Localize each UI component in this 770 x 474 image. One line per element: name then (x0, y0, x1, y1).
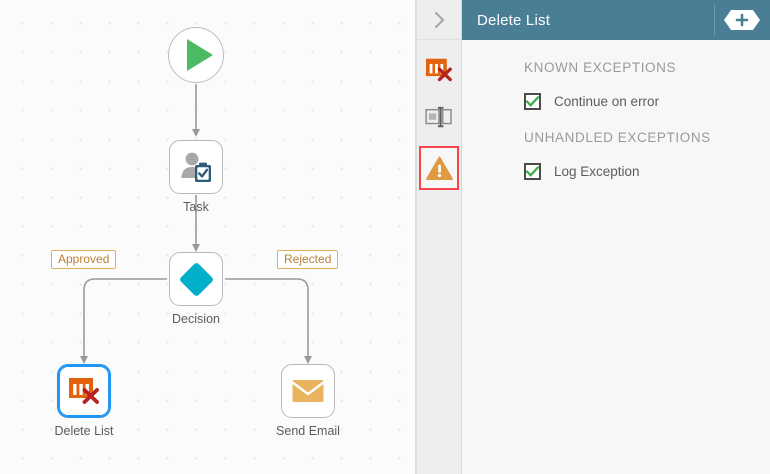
collapse-panel-button[interactable] (417, 0, 461, 40)
diamond-icon (178, 261, 214, 297)
send-email-node-label: Send Email (276, 424, 340, 438)
task-node[interactable] (169, 140, 223, 194)
decision-node-label: Decision (172, 312, 220, 326)
edge-label-rejected[interactable]: Rejected (277, 250, 339, 269)
checkmark-icon (526, 96, 539, 107)
delete-list-node[interactable] (57, 364, 111, 418)
start-node[interactable] (168, 27, 224, 83)
connector-layer (80, 84, 312, 364)
strip-item-properties[interactable] (417, 96, 461, 140)
plus-icon (724, 10, 760, 30)
play-icon (186, 39, 213, 71)
exceptions-warning-icon (425, 155, 453, 180)
option-log-exception[interactable]: Log Exception (462, 163, 770, 180)
strip-item-exceptions[interactable] (419, 146, 459, 190)
user-task-icon (181, 152, 211, 182)
envelope-icon (292, 380, 324, 402)
edge-label-approved[interactable]: Approved (51, 250, 117, 269)
panel-title: Delete List (477, 11, 551, 29)
option-continue-on-error[interactable]: Continue on error (462, 93, 770, 110)
delete-list-node-label: Delete List (54, 424, 114, 438)
workflow-canvas[interactable]: Task Decision Approved Rejected Delete L… (0, 0, 415, 474)
header-separator (714, 4, 715, 36)
delete-list-icon (69, 378, 99, 404)
panel-header: Delete List (462, 0, 770, 40)
properties-icon (425, 106, 452, 128)
section-title-unhandled-exceptions: UNHANDLED EXCEPTIONS (524, 130, 711, 145)
canvas-panel-divider (415, 0, 417, 474)
panel-body: KNOWN EXCEPTIONS Continue on error UNHAN… (462, 40, 770, 180)
checkmark-icon (526, 166, 539, 177)
delete-list-icon (426, 58, 452, 82)
log-exception-checkbox[interactable] (524, 163, 541, 180)
continue-on-error-checkbox[interactable] (524, 93, 541, 110)
chevron-right-icon (434, 11, 444, 28)
task-node-label: Task (183, 200, 209, 214)
properties-panel: Delete List KNOWN EXCEPTIONS Continue on… (462, 0, 770, 474)
decision-node[interactable] (169, 252, 223, 306)
section-title-known-exceptions: KNOWN EXCEPTIONS (524, 60, 677, 75)
strip-item-delete-list[interactable] (417, 48, 461, 92)
add-exception-button[interactable] (724, 10, 760, 30)
send-email-node[interactable] (281, 364, 335, 418)
panel-icon-strip (417, 0, 462, 474)
log-exception-label: Log Exception (554, 164, 640, 179)
continue-on-error-label: Continue on error (554, 94, 660, 109)
